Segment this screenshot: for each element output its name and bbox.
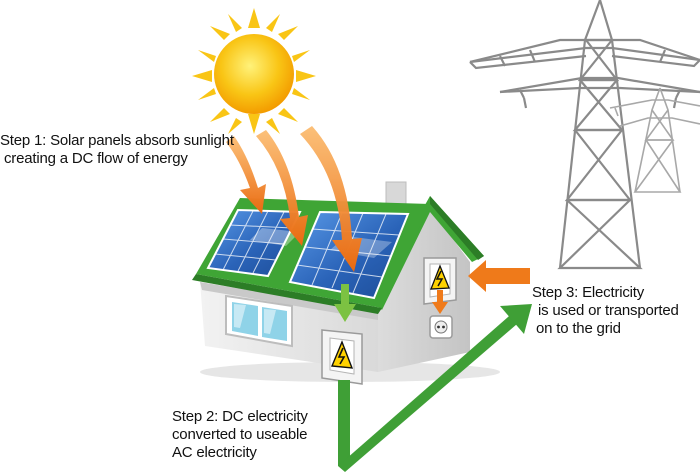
grid-to-house-arrow (468, 260, 530, 292)
power-tower-icon (469, 0, 700, 270)
step-2-line-2: converted to useable (172, 426, 308, 443)
meter-box-icon (423, 257, 457, 305)
window (225, 294, 293, 348)
sunlight-arrow-1 (226, 136, 266, 214)
step-2-line-3: AC electricity (172, 444, 257, 461)
dc-flow-arrow (334, 284, 356, 322)
step-1-label: Step 1: Solar panels absorb sunlight cre… (0, 132, 234, 168)
high-voltage-warning-icon (330, 340, 354, 369)
step-3-line-3: on to the grid (536, 320, 621, 337)
step-2-label: Step 2: DC electricity converted to usea… (172, 408, 308, 462)
power-tower-icon (609, 87, 700, 193)
high-voltage-warning-icon (430, 264, 450, 290)
step-3-line-2: is used or transported (538, 302, 679, 319)
step-2-line-1: Step 2: DC electricity (172, 408, 308, 425)
step-1-line-2: creating a DC flow of energy (4, 150, 188, 167)
step-1-line-1: Step 1: Solar panels absorb sunlight (0, 132, 234, 149)
sun-icon (192, 8, 316, 134)
sunlight-arrows (226, 126, 362, 272)
step-3-line-1: Step 3: Electricity (532, 284, 645, 301)
power-outlet-icon (429, 315, 453, 339)
sunlight-arrow-2 (256, 130, 308, 246)
ac-flow-arrow (338, 304, 532, 472)
house-illustration (192, 181, 500, 385)
step-3-label: Step 3: Electricity is used or transport… (532, 284, 679, 338)
meter-flow-arrow (432, 290, 448, 314)
sunlight-arrow-3 (300, 126, 362, 272)
inverter-box-icon (321, 329, 363, 385)
